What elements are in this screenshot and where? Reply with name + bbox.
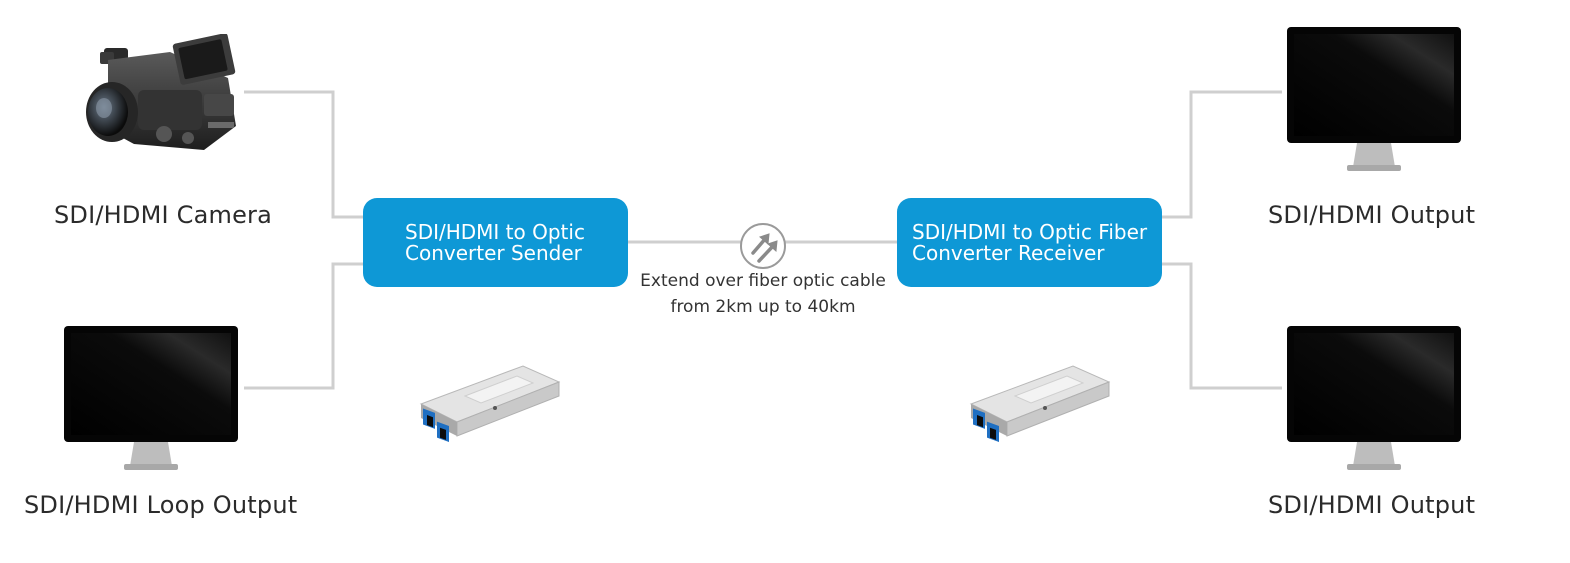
- monitor-icon: [64, 326, 238, 470]
- receiver-line2: Converter Receiver: [912, 240, 1105, 265]
- loop-output-label: SDI/HDMI Loop Output: [24, 491, 298, 519]
- fiber-link-caption: Extend over fiber optic cable from 2km u…: [623, 268, 903, 320]
- output-bottom-label: SDI/HDMI Output: [1268, 491, 1476, 519]
- sfp-transceiver-icon: [969, 365, 1111, 442]
- sender-line2: Converter Sender: [405, 240, 582, 265]
- sfp-transceiver-icon: [419, 365, 561, 442]
- connector-camera-to-sender: [244, 90, 363, 219]
- camera-label: SDI/HDMI Camera: [54, 201, 273, 229]
- caption-line2: from 2km up to 40km: [670, 297, 856, 317]
- sender-converter-box: SDI/HDMI to Optic Converter Sender: [363, 198, 628, 287]
- connector-loop-to-sender: [244, 262, 363, 390]
- receiver-line1: SDI/HDMI to Optic Fiber: [912, 219, 1148, 244]
- fiber-arrows-icon: [740, 223, 786, 269]
- monitor-icon: [1287, 326, 1461, 470]
- sender-line1: SDI/HDMI to Optic: [405, 219, 585, 244]
- receiver-converter-box: SDI/HDMI to Optic Fiber Converter Receiv…: [897, 198, 1162, 287]
- output-top-label: SDI/HDMI Output: [1268, 201, 1476, 229]
- monitor-icon: [1287, 27, 1461, 171]
- caption-line1: Extend over fiber optic cable: [640, 271, 886, 291]
- connector-receiver-to-output-top: [1162, 90, 1282, 219]
- video-camera-icon: [86, 34, 236, 150]
- connector-receiver-to-output-bottom: [1162, 262, 1282, 390]
